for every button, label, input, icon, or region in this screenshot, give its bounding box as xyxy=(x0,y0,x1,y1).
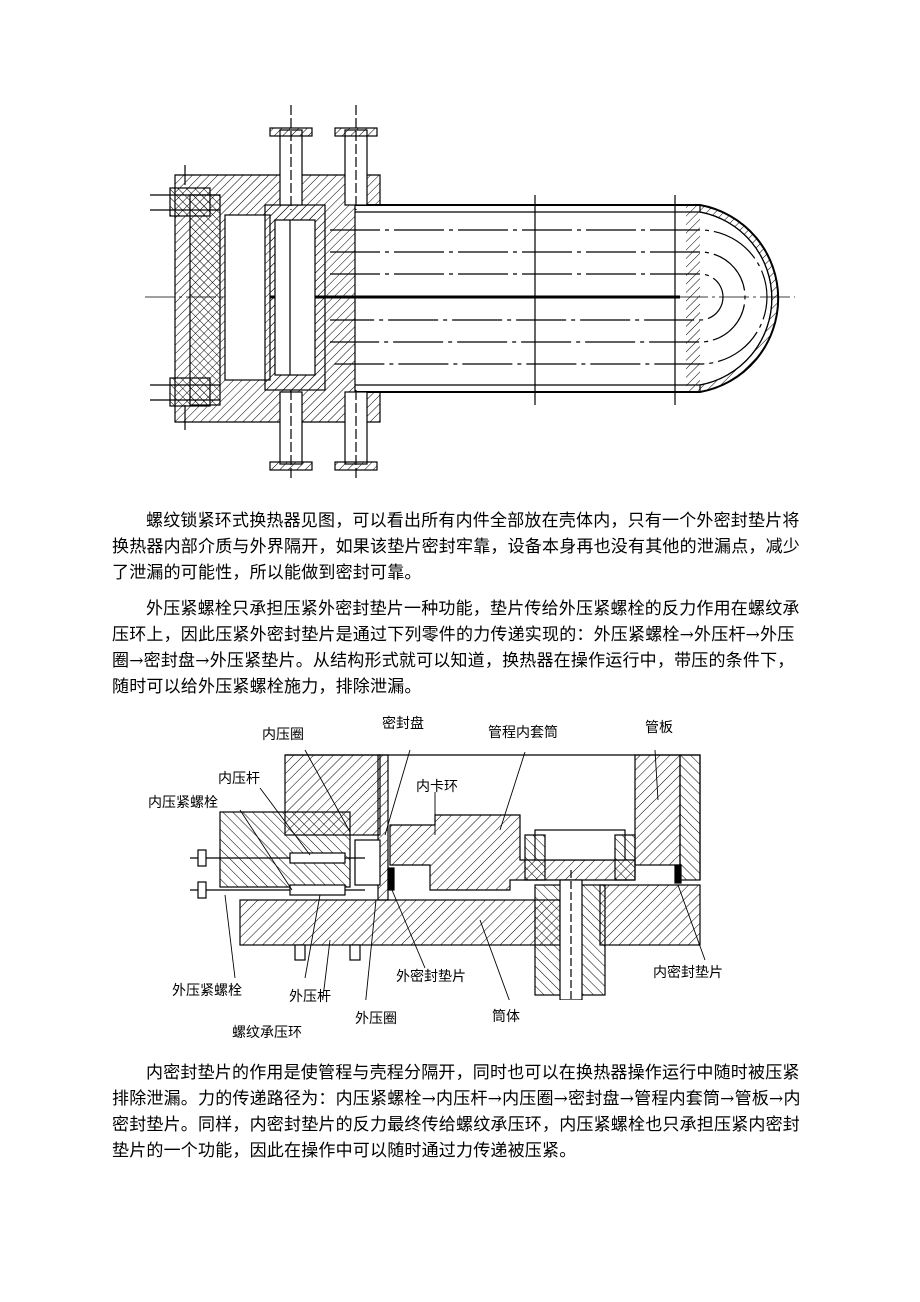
label-outer-gasket: 外密封垫片 xyxy=(396,969,466,985)
label-thread-ring: 螺纹承压环 xyxy=(232,1025,302,1041)
label-outer-bolt: 外压紧螺栓 xyxy=(172,983,242,999)
seal-structure-drawing xyxy=(190,749,706,1000)
label-outer-press-ring: 外压圈 xyxy=(355,1011,397,1027)
label-outer-press-rod: 外压杆 xyxy=(289,989,331,1005)
heat-exchanger-drawing xyxy=(145,105,795,478)
label-inner-press-ring: 内压圈 xyxy=(262,727,304,743)
label-shell: 筒体 xyxy=(492,1009,520,1025)
label-inner-bolt: 内压紧螺栓 xyxy=(148,795,218,811)
label-inner-press-rod: 内压杆 xyxy=(218,771,260,787)
label-seal-disc: 密封盘 xyxy=(382,716,424,732)
paragraph-3: 内密封垫片的作用是使管程与壳程分隔开，同时也可以在换热器操作运行中随时被压紧排除… xyxy=(112,1063,801,1161)
label-tube-sheet: 管板 xyxy=(645,720,673,736)
label-inner-clamp-ring: 内卡环 xyxy=(416,779,458,795)
label-inner-gasket: 内密封垫片 xyxy=(653,965,723,981)
paragraph-2: 外压紧螺栓只承担压紧外密封垫片一种功能，垫片传给外压紧螺栓的反力作用在螺纹承压环… xyxy=(112,599,800,697)
paragraph-1: 螺纹锁紧环式换热器见图，可以看出所有内件全部放在壳体内，只有一个外密封垫片将换热… xyxy=(112,511,800,583)
label-tube-inner-sleeve: 管程内套筒 xyxy=(488,725,558,741)
